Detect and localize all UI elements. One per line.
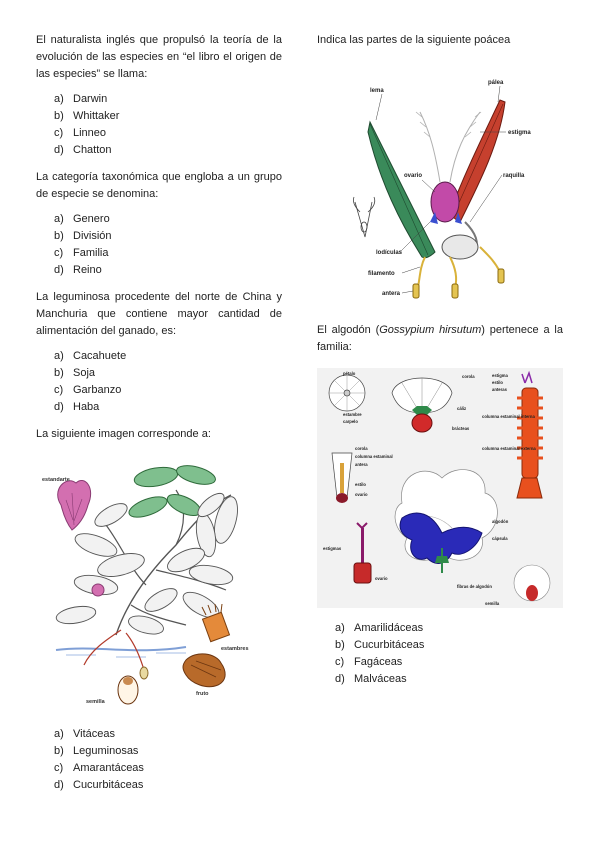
peanut-seed-shape [117,675,139,705]
question-6-options-wrapper: a)Amarilidáceas b)Cucurbitáceas c)Fagáce… [317,620,563,698]
question-4-options: a)Vitáceas b)Leguminosas c)Amarantáceas … [36,726,282,794]
option-item[interactable]: a)Cacahuete [54,350,127,362]
option-item[interactable]: b)Whittaker [54,110,120,122]
option-item[interactable]: c)Linneo [54,127,107,139]
option-item[interactable]: b)Cucurbitáceas [335,639,425,651]
option-item[interactable]: b)División [54,230,112,242]
label-corola-2: corola [355,446,368,451]
option-item[interactable]: a)Darwin [54,93,108,105]
cotton-plant-figure: pétalo estambre carpelo corola cáliz brá… [317,368,563,608]
question-6-text: El algodón (Gossypium hirsutum) pertenec… [317,324,563,353]
label-estigma-cotton: estigma [492,373,508,378]
label-algodon: algodón [492,519,509,524]
label-estigmas: estigmas [323,546,342,551]
species-name: Gossypium hirsutum [379,324,482,336]
question-3-text: La leguminosa procedente del norte de Ch… [36,291,282,337]
question-5-text: Indica las partes de la siguiente poácea [317,34,511,46]
option-item[interactable]: a)Amarilidáceas [335,622,424,634]
label-estambre: estambre [343,412,362,417]
option-item[interactable]: d)Cucurbitáceas [54,779,144,791]
label-ovario: ovario [404,173,422,179]
poaceae-flower-figure: lema pálea estigma ovario raquilla lodíc… [352,80,531,299]
question-1-text: El naturalista inglés que propulsó la te… [36,34,282,80]
label-corola: corola [462,374,475,379]
label-filamento: filamento [368,271,395,277]
ovary-shape [430,181,460,223]
question-4-text: La siguiente imagen corresponde a: [36,428,211,440]
option-item[interactable]: d)Malváceas [335,673,407,685]
peanut-plant-figure: estandarte estambres fruto semilla [42,465,249,705]
option-item[interactable]: d)Reino [54,264,102,276]
label-ovario-2: ovario [375,576,388,581]
label-estandarte: estandarte [42,477,70,483]
label-ovario-cotton: ovario [355,492,368,497]
lemma-shape [367,120,436,259]
option-item[interactable]: d)Haba [54,401,100,413]
option-item[interactable]: a)Genero [54,213,110,225]
label-estambres: estambres [221,646,249,652]
label-petalo: pétalo [343,371,356,376]
left-column: El naturalista inglés que propulsó la te… [36,32,282,443]
label-estilo-2: estilo [355,482,366,487]
label-palea: pálea [488,80,504,86]
question-2-options: a)Genero b)División c)Familia d)Reino [36,211,282,279]
label-antera: antera [382,291,401,297]
label-lema: lema [370,88,384,94]
label-carpelo: carpelo [343,419,358,424]
question-6-options: a)Amarilidáceas b)Cucurbitáceas c)Fagáce… [317,620,563,688]
question-4-options-wrapper: a)Vitáceas b)Leguminosas c)Amarantáceas … [36,726,282,804]
label-semilla-cotton: semilla [485,601,500,606]
option-item[interactable]: c)Fagáceas [335,656,403,668]
label-antera-cotton: antera [355,462,368,467]
question-1-options: a)Darwin b)Whittaker c)Linneo d)Chatton [36,91,282,159]
peanut-fruit-shape [182,653,226,688]
label-semilla: semilla [86,699,106,705]
standard-petal-shape [57,480,92,531]
option-item[interactable]: b)Leguminosas [54,745,139,757]
label-lodiculas: lodículas [376,250,403,256]
label-columna-interna: columna estaminal interna [482,414,535,419]
option-item[interactable]: d)Chatton [54,144,112,156]
label-fruto: fruto [196,691,209,697]
option-item[interactable]: c)Familia [54,247,109,259]
question-2-text: La categoría taxonómica que engloba a un… [36,171,282,200]
label-estigma: estigma [508,130,531,136]
option-item[interactable]: c)Garbanzo [54,384,122,396]
label-capsula: cápsula [492,536,508,541]
label-caliz: cáliz [457,406,466,411]
label-columna-externa: columna estaminal externa [482,446,536,451]
question-3-options: a)Cacahuete b)Soja c)Garbanzo d)Haba [36,348,282,416]
label-estilo: estilo [492,380,503,385]
option-item[interactable]: a)Vitáceas [54,728,115,740]
label-raquilla: raquilla [503,173,525,179]
option-item[interactable]: c)Amarantáceas [54,762,144,774]
label-columna-estaminal: columna estaminal [355,454,393,459]
label-anteras: anteras [492,387,508,392]
question-6-wrapper: El algodón (Gossypium hirsutum) pertenec… [317,322,563,356]
label-fibras: fibras de algodón [457,584,492,589]
option-item[interactable]: b)Soja [54,367,96,379]
label-bracteas: brácteas [452,426,470,431]
stamens-detail [201,603,231,643]
right-column-top: Indica las partes de la siguiente poácea [317,32,563,49]
